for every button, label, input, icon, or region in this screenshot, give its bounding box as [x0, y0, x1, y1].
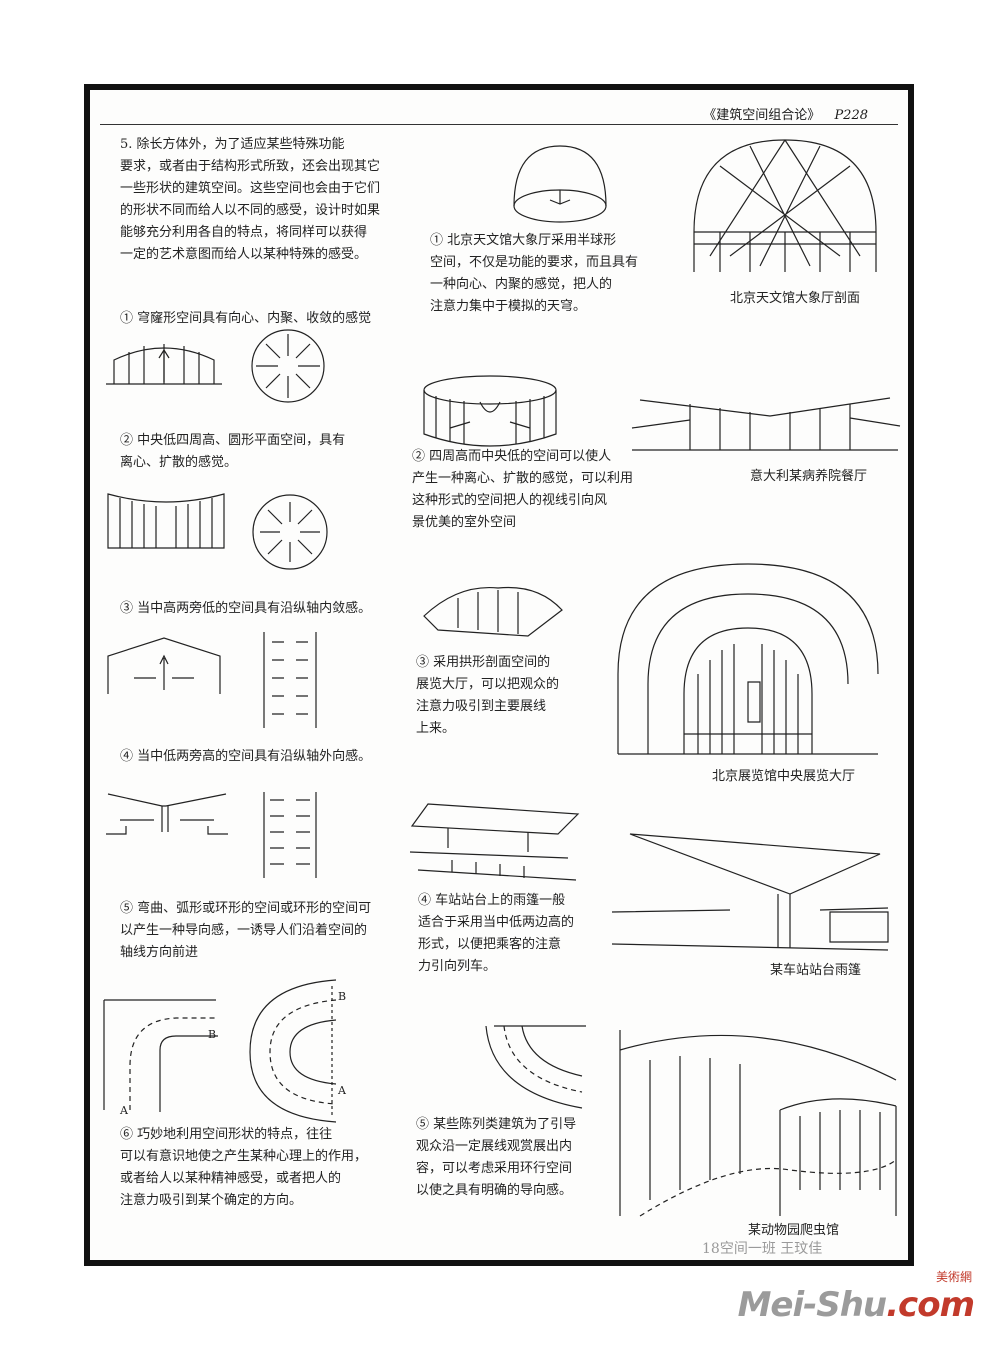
- outward-arrows-sketch: [254, 790, 326, 880]
- item-4-caption: ④ 当中低两旁高的空间具有沿纵轴外向感。: [120, 749, 372, 764]
- note-5-line: ⑤ 某些陈列类建筑为了引导: [416, 1117, 577, 1132]
- item-6-line: 注意力吸引到某个确定的方向。: [120, 1193, 303, 1208]
- axial-arrows-sketch: [254, 630, 326, 730]
- drum-sketch: [420, 372, 560, 452]
- note-4-line: ④ 车站站台上的雨篷一般: [418, 893, 566, 908]
- note-5-line: 观众沿一定展线观赏展出内: [416, 1139, 573, 1154]
- intro-line: 能够充分利用各自的特点，将同样可以获得: [120, 225, 368, 240]
- valley-section-sketch: [104, 490, 228, 552]
- ring-label-a: A: [338, 1084, 346, 1097]
- intro-line: 的形状不同而给人以不同的感受，设计时如果: [120, 203, 381, 218]
- note-2-line: 景优美的室外空间: [412, 515, 517, 530]
- note-3-line: 展览大厅，可以把观众的: [416, 677, 560, 692]
- item-5-caption: ⑤ 弯曲、弧形或环形的空间或环形的空间可 以产生一种导向感，一诱导人们沿着空间的…: [120, 898, 371, 964]
- student-signature: 18空间一班 王玟佳: [702, 1241, 823, 1257]
- item-5-line: ⑤ 弯曲、弧形或环形的空间或环形的空间可: [120, 901, 372, 916]
- note-5-line: 以使之具有明确的导向感。: [416, 1183, 573, 1198]
- note-4-line: 适合于采用当中低两边高的: [418, 915, 575, 930]
- note-5: ⑤ 某些陈列类建筑为了引导 观众沿一定展线观赏展出内 容，可以考虑采用环行空间 …: [416, 1114, 626, 1202]
- item-6-line: 或者给人以某种精神感受，或者把人的: [120, 1171, 342, 1186]
- note-2-line: 这种形式的空间把人的视线引向风: [412, 493, 608, 508]
- intro-line: 一些形状的建筑空间。这些空间也会由于它们: [120, 181, 381, 196]
- vault-sketch: [418, 580, 568, 640]
- item-3-caption: ③ 当中高两旁低的空间具有沿纵轴内敛感。: [120, 601, 372, 616]
- note-5-line: 容，可以考虑采用环行空间: [416, 1161, 573, 1176]
- note-2: ② 四周高而中央低的空间可以使人 产生一种离心、扩散的感觉，可以利用 这种形式的…: [412, 446, 682, 534]
- note-1-line: 一种向心、内聚的感觉，把人的: [430, 277, 613, 292]
- page-header: 《建筑空间组合论》 P228: [703, 104, 868, 123]
- caption-museum: 某动物园爬虫馆: [748, 1223, 840, 1238]
- hemisphere-sketch: [510, 142, 610, 228]
- item-5-line: 以产生一种导向感，一诱导人们沿着空间的: [120, 923, 368, 938]
- dome-section-sketch: [104, 338, 224, 388]
- radiating-plan-sketch: [250, 492, 330, 572]
- item-6-line: ⑥ 巧妙地利用空间形状的特点，往往: [120, 1127, 333, 1142]
- planetarium-section-sketch: [690, 136, 880, 276]
- watermark-cn: 美術網: [935, 1270, 972, 1284]
- caption-planetarium: 北京天文馆大象厅剖面: [730, 291, 861, 306]
- intro-line: 一定的艺术意图而给人以某种特殊的感受。: [120, 247, 368, 262]
- watermark-en-b: .com: [886, 1285, 975, 1325]
- item-6-caption: ⑥ 巧妙地利用空间形状的特点，往往 可以有意识地使之产生某种心理上的作用， 或者…: [120, 1124, 367, 1212]
- corner-label-a: A: [120, 1104, 128, 1117]
- page-number: P228: [834, 108, 868, 123]
- corner-plan-sketch: [100, 996, 220, 1116]
- restaurant-section-sketch: [630, 380, 900, 460]
- corner-label-b: B: [208, 1028, 217, 1041]
- note-4-line: 力引向列车。: [418, 959, 497, 974]
- intro-paragraph: 5. 除长方体外，为了适应某些特殊功能 要求，或者由于结构形式所致，还会出现其它…: [120, 134, 420, 266]
- item-6-line: 可以有意识地使之产生某种心理上的作用，: [120, 1149, 368, 1164]
- intro-line: 要求，或者由于结构形式所致，还会出现其它: [120, 159, 381, 174]
- note-2-line: 产生一种离心、扩散的感觉，可以利用: [412, 471, 634, 486]
- item-2-line: ② 中央低四周高、圆形平面空间，具有: [120, 433, 346, 448]
- caption-hall: 意大利某病养院餐厅: [750, 469, 868, 484]
- item-1-caption: ① 穹窿形空间具有向心、内聚、收敛的感觉: [120, 311, 372, 326]
- ring-plan-sketch: [240, 976, 340, 1126]
- item-5-line: 轴线方向前进: [120, 945, 199, 960]
- gable-section-sketch: [104, 634, 224, 698]
- note-4-line: 形式，以便把乘客的注意: [418, 937, 562, 952]
- exhibition-hall-sketch: [598, 554, 888, 764]
- note-1-line: 注意力集中于模拟的天穹。: [430, 299, 587, 314]
- caption-station: 某车站站台雨篷: [770, 963, 862, 978]
- note-1-line: ① 北京天文馆大象厅采用半球形: [430, 233, 617, 248]
- watermark-en-a: Mei-Shu: [737, 1285, 888, 1325]
- zoo-interior-sketch: [610, 1020, 900, 1220]
- note-3-line: ③ 采用拱形剖面空间的: [416, 655, 551, 670]
- butterfly-section-sketch: [104, 784, 230, 838]
- caption-exhibition: 北京展览馆中央展览大厅: [712, 769, 856, 784]
- note-3-line: 上来。: [416, 721, 456, 736]
- note-2-line: ② 四周高而中央低的空间可以使人: [412, 449, 612, 464]
- book-title: 《建筑空间组合论》: [703, 108, 821, 123]
- drawing-sheet: 《建筑空间组合论》 P228 5. 除长方体外，为了适应某些特殊功能 要求，或者…: [84, 84, 914, 1266]
- note-1-line: 空间，不仅是功能的要求，而且具有: [430, 255, 639, 270]
- item-2-caption: ② 中央低四周高、圆形平面空间，具有 离心、扩散的感觉。: [120, 430, 345, 474]
- header-rule: [100, 124, 898, 125]
- ring-label-b: B: [338, 990, 347, 1003]
- note-3-line: 注意力吸引到主要展线: [416, 699, 547, 714]
- intro-line: 5. 除长方体外，为了适应某些特殊功能: [120, 137, 345, 152]
- dome-plan-sketch: [250, 328, 326, 404]
- note-4: ④ 车站站台上的雨篷一般 适合于采用当中低两边高的 形式，以便把乘客的注意 力引…: [418, 890, 618, 978]
- canopy-sketch: [408, 800, 584, 890]
- item-2-line: 离心、扩散的感觉。: [120, 455, 238, 470]
- station-canopy-sketch: [610, 824, 890, 954]
- site-watermark: 美術網 Mei-Shu.com: [737, 1268, 975, 1325]
- note-3: ③ 采用拱形剖面空间的 展览大厅，可以把观众的 注意力吸引到主要展线 上来。: [416, 652, 596, 740]
- ring-segment-sketch: [482, 1022, 592, 1112]
- note-1: ① 北京天文馆大象厅采用半球形 空间，不仅是功能的要求，而且具有 一种向心、内聚…: [430, 230, 680, 318]
